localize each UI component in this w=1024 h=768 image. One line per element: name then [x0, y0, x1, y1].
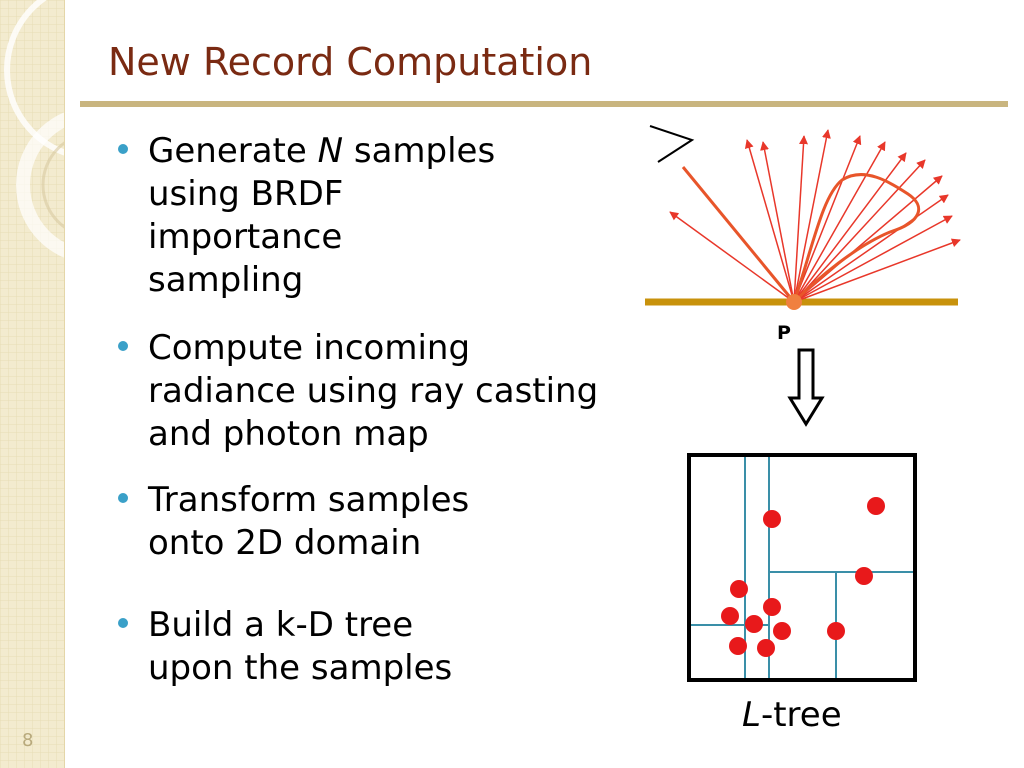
bullet-line: using BRDF [148, 174, 344, 214]
bullet-line: Build a k-D tree [148, 605, 414, 645]
bullet-text: Build a k-D tree upon the samples [148, 604, 452, 690]
decorative-sidebar: 8 [0, 0, 65, 768]
kd-tree-border [687, 453, 917, 682]
sample-point [763, 510, 781, 528]
sample-point [730, 580, 748, 598]
sample-point [867, 497, 885, 515]
bullet-text-italic: N [317, 131, 344, 171]
sample-ray [793, 152, 907, 303]
bullet-dot-icon [118, 341, 128, 351]
caption-rest: -tree [760, 695, 842, 735]
sample-point [827, 622, 845, 640]
sample-ray [793, 135, 809, 303]
bullet-line: sampling [148, 260, 304, 300]
eye-icon [649, 125, 695, 163]
sample-ray [793, 215, 953, 303]
bullet-line: radiance using ray casting [148, 371, 599, 411]
sample-point [763, 598, 781, 616]
sample-ray [793, 135, 862, 303]
sample-ray [669, 211, 795, 303]
bullet-text: Compute incoming radiance using ray cast… [148, 327, 598, 456]
sample-ray [793, 141, 886, 303]
surface-point [786, 294, 802, 310]
sample-ray [744, 139, 795, 303]
bullet-text: Generate N samples using BRDF importance… [148, 130, 495, 302]
bullet-text: Transform samples onto 2D domain [148, 479, 469, 565]
slide-number: 8 [22, 730, 34, 751]
brdf-lobe [792, 173, 920, 304]
point-label: P [777, 322, 791, 344]
bullet-line: Compute incoming [148, 328, 471, 368]
slide-title: New Record Computation [108, 40, 593, 84]
sample-point [745, 615, 763, 633]
sample-point [757, 639, 775, 657]
bullet-line: importance [148, 217, 343, 257]
bullet-line: Generate N samples [148, 130, 495, 173]
bullet-dot-icon [118, 144, 128, 154]
sample-point [729, 637, 747, 655]
bullet-line: upon the samples [148, 648, 453, 688]
sample-point [773, 622, 791, 640]
sample-ray [793, 159, 926, 303]
sample-ray [760, 141, 795, 303]
bullet-dot-icon [118, 618, 128, 628]
sample-ray [793, 238, 961, 303]
view-ray [681, 166, 796, 303]
kd-tree-samples [721, 497, 885, 657]
sidebar-pattern [0, 0, 64, 768]
sample-ray [793, 129, 831, 303]
down-arrow-icon [787, 348, 825, 427]
sample-ray [793, 194, 949, 303]
bullet-line: Transform samples [148, 480, 470, 520]
bullet-line: and photon map [148, 414, 429, 454]
ltree-caption: L-tree [742, 695, 842, 735]
sample-rays [669, 129, 961, 303]
sample-point [855, 567, 873, 585]
kd-tree-diagram [687, 453, 917, 682]
bullet-dot-icon [118, 493, 128, 503]
bullet-text-segment: samples [343, 131, 496, 171]
bullet-line: onto 2D domain [148, 523, 422, 563]
caption-italic: L [742, 695, 761, 735]
title-divider [80, 101, 1008, 107]
bullet-text-segment: Generate [148, 131, 318, 171]
sample-point [721, 607, 739, 625]
